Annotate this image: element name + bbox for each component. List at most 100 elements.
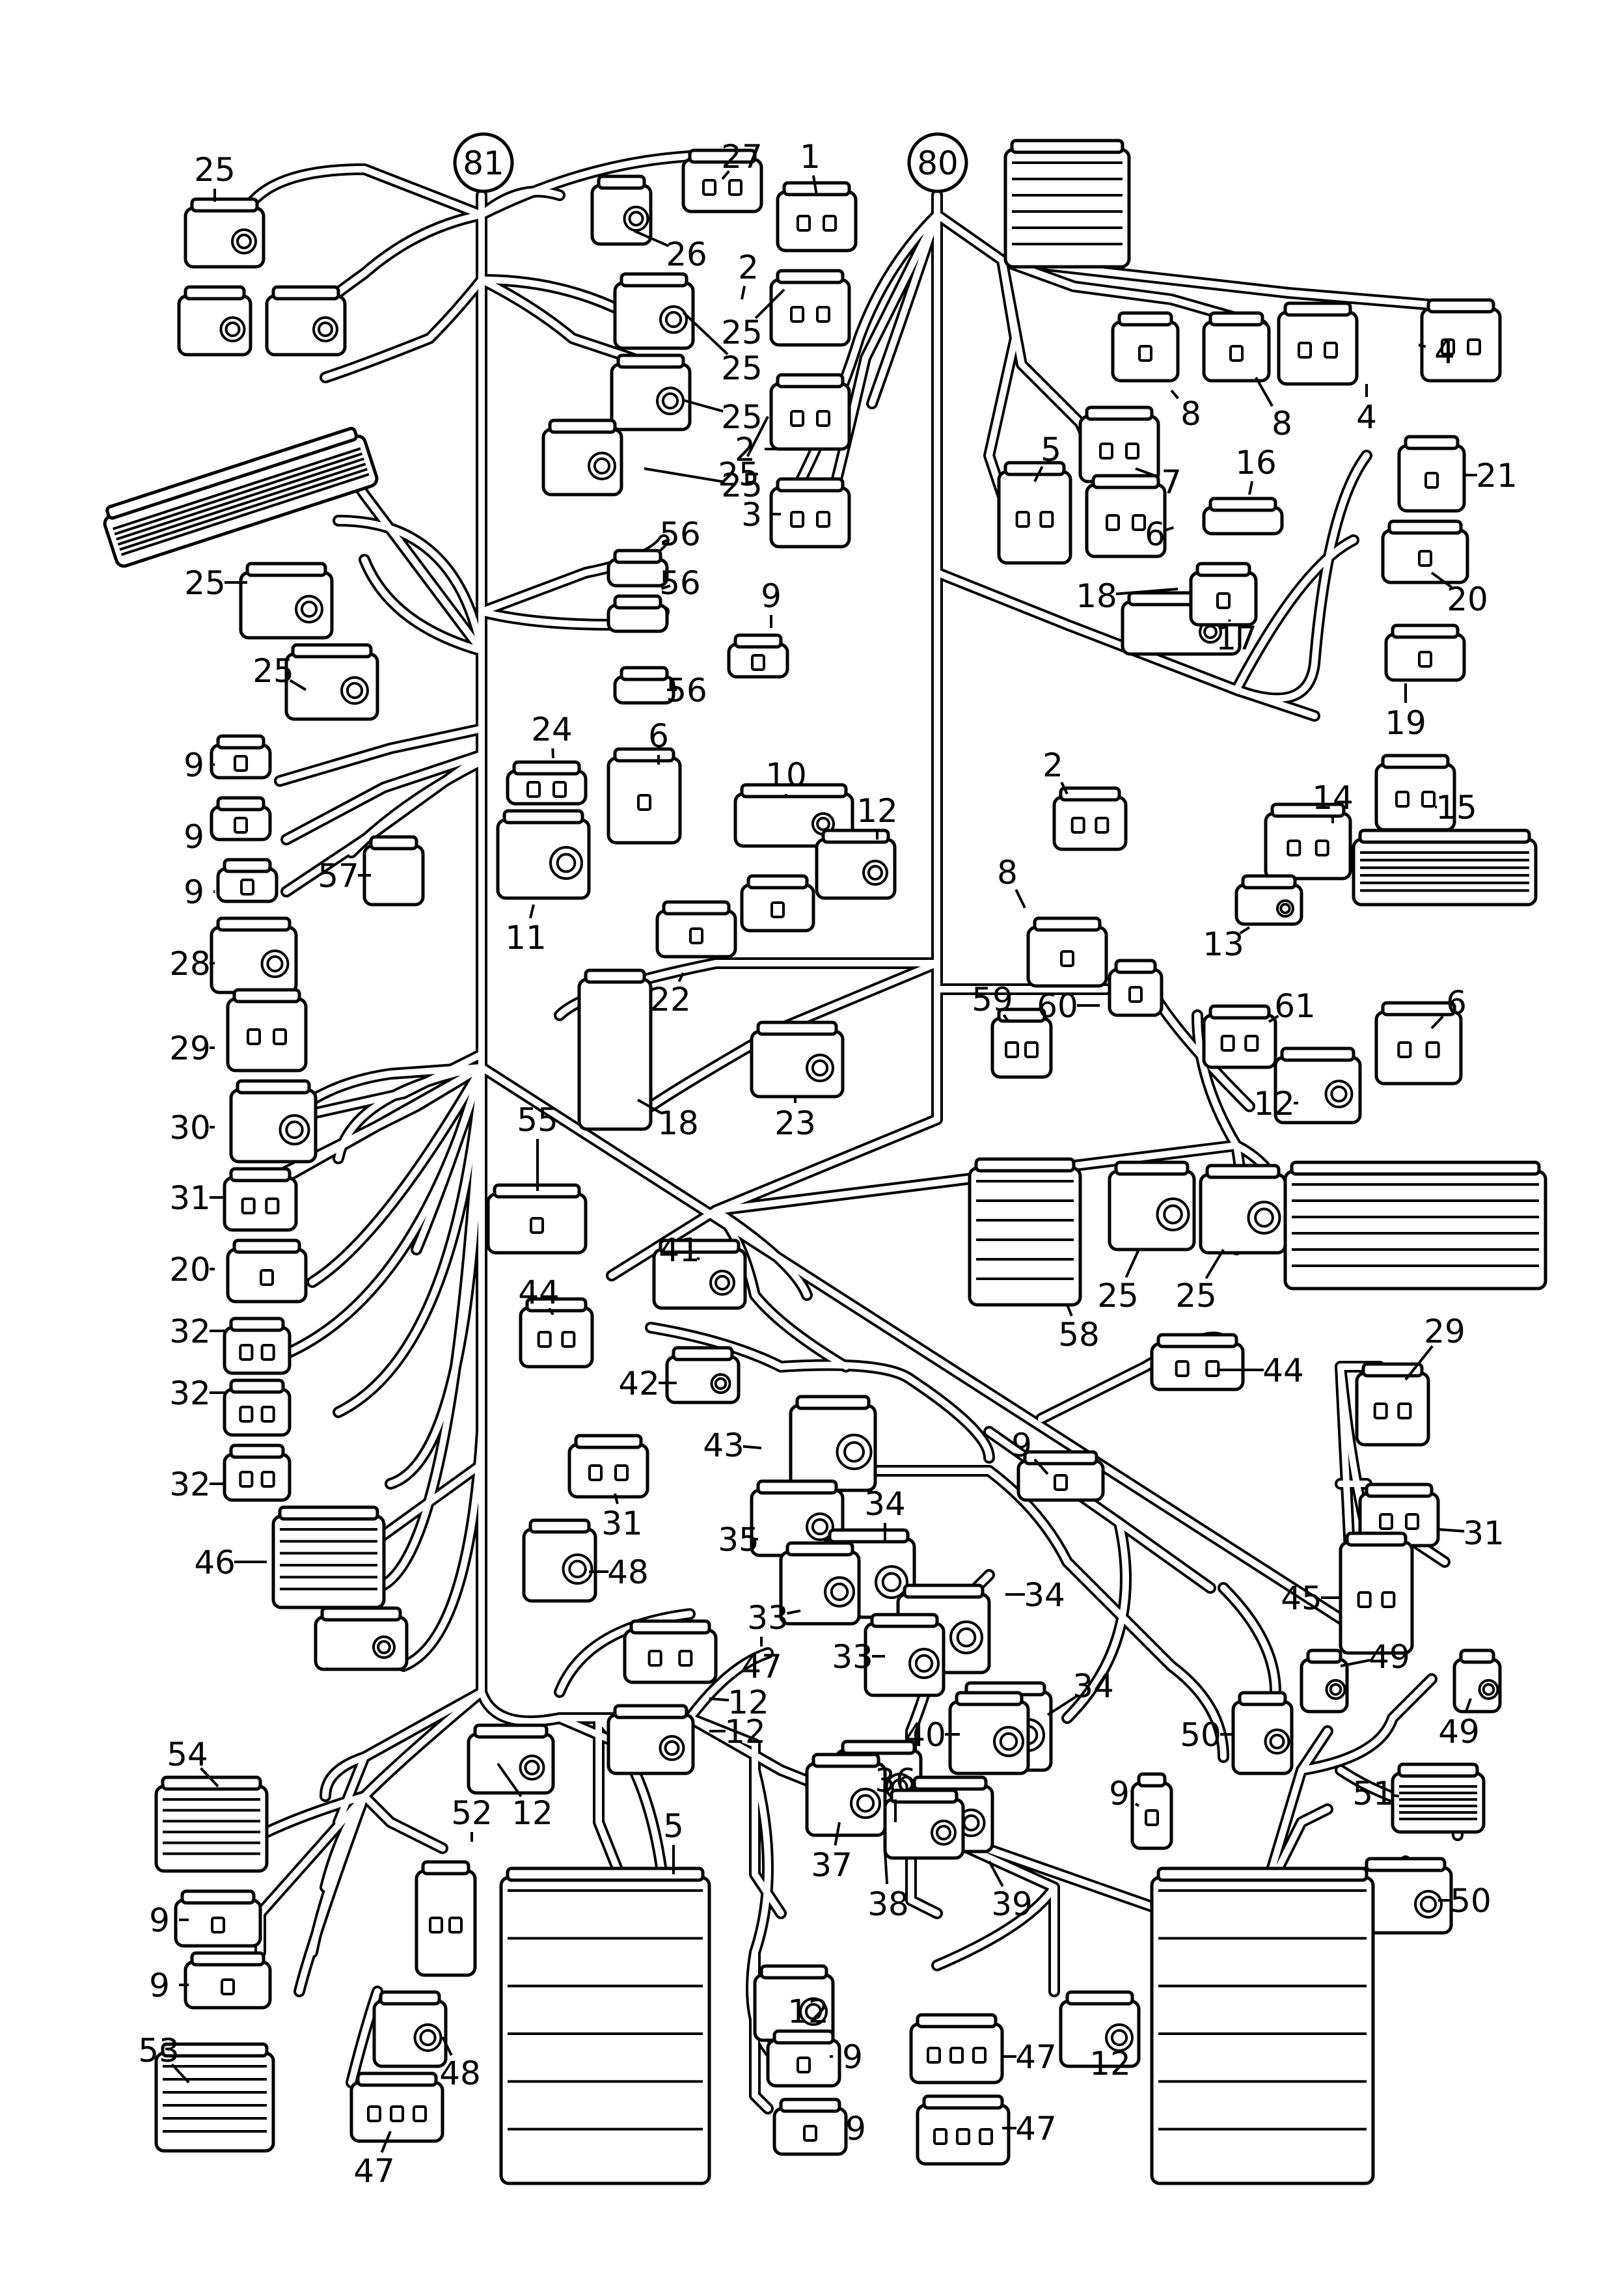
callout-label: 25 — [721, 467, 763, 504]
callout-label: 5 — [663, 1807, 684, 1845]
callout-leader-48 — [1002, 1014, 1010, 1023]
connector-31-b — [567, 1434, 649, 1499]
callout-leader-20 — [1164, 526, 1175, 532]
callout-label: 57 — [318, 857, 359, 895]
callout-label: 51 — [1352, 1775, 1394, 1812]
callout-label: 8 — [997, 854, 1018, 892]
callout-label: 29 — [1424, 1313, 1465, 1350]
callout-label: 3 — [741, 496, 762, 534]
connector-50-b — [1358, 1857, 1453, 1935]
connector-32-a — [223, 1317, 292, 1375]
connector-9-b — [210, 734, 272, 780]
connector-52 — [415, 1860, 477, 1977]
callout-leader-6 — [682, 311, 729, 355]
callout-label: 39 — [991, 1885, 1033, 1923]
wire-fill-20 — [478, 608, 667, 628]
callout-label: 32 — [169, 1313, 211, 1350]
connector-12-g — [1059, 1990, 1141, 2068]
reference-circle-80 — [907, 132, 968, 193]
connector-4-b — [1420, 298, 1502, 383]
connector-2-a — [769, 269, 851, 347]
callout-leader-3 — [754, 288, 785, 320]
callout-label: 56 — [666, 672, 707, 709]
callout-label: 30 — [169, 1109, 211, 1147]
connector-48-a — [522, 1518, 597, 1603]
wire-fill-76 — [752, 1767, 771, 1956]
callout-label: 38 — [867, 1885, 909, 1923]
wire-fill-3 — [478, 188, 563, 218]
connector-56-c — [613, 666, 675, 705]
callout-label: 9 — [761, 577, 782, 615]
wire-fill-10 — [1233, 537, 1357, 693]
callout-leader-47 — [1268, 1015, 1279, 1023]
connector-49-a — [1300, 1648, 1349, 1714]
callout-label: 44 — [518, 1274, 560, 1311]
reference-circle-label: 80 — [917, 144, 959, 182]
callout-leader-97 — [497, 1762, 523, 1797]
connector-27 — [681, 148, 763, 213]
wire-fill-72 — [361, 1793, 446, 1852]
callout-leader-106 — [441, 2036, 453, 2056]
connector-20-a — [1381, 519, 1469, 584]
connector-2-c — [1052, 786, 1128, 851]
wire-fill-52 — [908, 1376, 992, 1461]
wire-fill-66 — [322, 1689, 485, 1891]
connector-45 — [1339, 1531, 1414, 1655]
wire-fill-24 — [277, 726, 485, 784]
connector-47-a — [623, 1619, 718, 1684]
callout-leader-5 — [741, 286, 746, 300]
wire-fill-30 — [309, 1064, 485, 1103]
wire-fill-13 — [869, 212, 940, 407]
connector-8-c — [1026, 916, 1108, 988]
callout-label: 25 — [718, 456, 759, 493]
seat-frame-right — [1150, 1866, 1375, 2185]
callout-label: 12 — [856, 792, 898, 830]
callout-leader-14 — [1033, 465, 1044, 482]
callout-leader-59 — [696, 1257, 700, 1261]
callout-label: 47 — [741, 1648, 782, 1686]
callout-label: 42 — [618, 1365, 660, 1402]
callout-leader-80 — [787, 1609, 801, 1615]
callout-leader-4 — [634, 230, 670, 247]
wire-fill-55 — [1064, 1520, 1129, 1721]
callout-label: 29 — [169, 1030, 211, 1067]
wire-outline-16 — [320, 274, 487, 383]
callout-label: 1 — [800, 138, 821, 176]
callout-label: 60 — [1037, 987, 1078, 1025]
wire-fill-23 — [335, 517, 485, 654]
connector-9-e — [740, 874, 815, 933]
connector-59 — [990, 1007, 1053, 1079]
connector-40 — [948, 1691, 1030, 1775]
callout-label: 34 — [864, 1485, 906, 1523]
wire-fill-25 — [283, 752, 485, 843]
connector-44-b — [1150, 1333, 1245, 1391]
wire-fill-61 — [687, 1650, 771, 1721]
connector-50-a — [1231, 1691, 1294, 1775]
callout-label: 22 — [649, 981, 691, 1018]
callout-label: 41 — [659, 1231, 700, 1269]
connector-25-b — [177, 285, 252, 357]
connector-2-b — [769, 373, 851, 451]
callout-label: 25 — [194, 151, 236, 189]
wire-fill-36 — [335, 1064, 485, 1415]
connector-13 — [1234, 874, 1303, 926]
callout-leaders — [170, 170, 1477, 2153]
callout-leader-42 — [529, 904, 535, 919]
wire-fill-65 — [322, 1754, 368, 1799]
connector-8-a — [1111, 311, 1180, 383]
callout-leader-9 — [746, 416, 769, 458]
callout-label: 13 — [1203, 925, 1244, 963]
callout-label: 9 — [845, 2110, 866, 2148]
callout-label: 43 — [703, 1427, 744, 1464]
wire-fill-27 — [348, 758, 485, 856]
callout-label: 10 — [765, 756, 807, 794]
wire-fill-56 — [1064, 1559, 1227, 1760]
wire-fill-38 — [374, 1064, 485, 1591]
connector-58 — [968, 1157, 1082, 1307]
wire-fill-2 — [478, 153, 693, 218]
callout-leader-16 — [644, 467, 723, 484]
connector-9-a — [727, 633, 789, 679]
